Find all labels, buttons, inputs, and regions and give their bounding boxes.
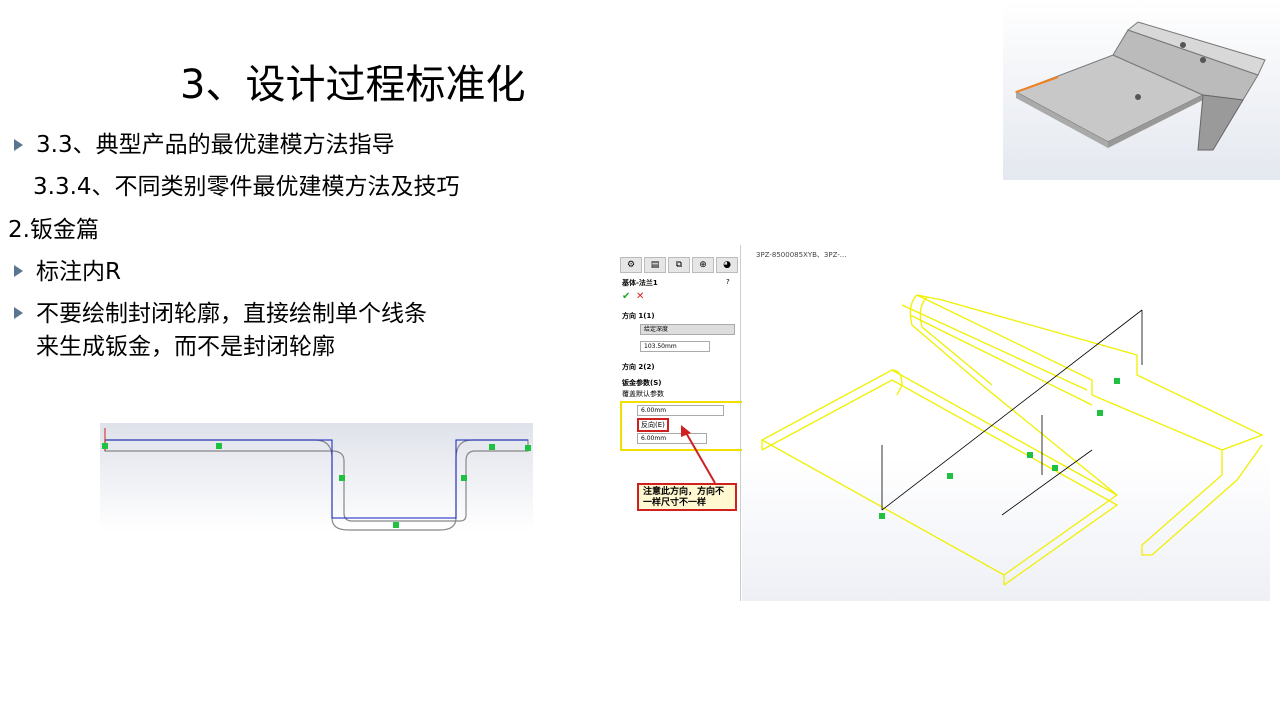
solidworks-screenshot: ⚙ ▤ ⧉ ⊕ ◕ 基体-法兰1 ? ✔ ✕ 方向 1(1) 给定深度 103.… [618,245,1270,601]
tab-feature-manager[interactable]: ⚙ [620,257,642,273]
depth-input[interactable]: 103.50mm [640,341,710,352]
sub-text: 3.3.4、不同类别零件最优建模方法及技巧 [33,174,460,200]
graphics-area: 3PZ-8500085XYB、3PZ-... [742,245,1270,601]
tab-display[interactable]: ◕ [716,257,738,273]
callout-arrow [681,425,716,484]
tab-configuration[interactable]: ⧉ [668,257,690,273]
section-text: 2.钣金篇 [8,217,99,243]
feature-title: 基体-法兰1 [622,279,658,287]
sketch-image [100,423,533,532]
sheet-params-header[interactable]: 钣金参数(S) [622,379,662,387]
manager-tabs: ⚙ ▤ ⧉ ⊕ ◕ [620,257,738,273]
wireframe-model [760,294,1264,586]
tab-property-manager[interactable]: ▤ [644,257,666,273]
bullet-text: 不要绘制封闭轮廓，直接绘制单个线条 [36,301,427,327]
bullet-text: 标注内R [36,259,121,285]
tree-item[interactable]: 3PZ-8500085XYB、3PZ-... [756,251,847,259]
part-render-image [1003,0,1280,180]
bullet-icon [14,139,23,151]
cancel-button[interactable]: ✕ [636,291,645,302]
property-manager: ⚙ ▤ ⧉ ⊕ ◕ 基体-法兰1 ? ✔ ✕ 方向 1(1) 给定深度 103.… [618,245,744,601]
ok-button[interactable]: ✔ [622,291,631,302]
callout-note: 注意此方向，方向不一样尺寸不一样 [637,483,737,511]
bullet-icon [14,307,23,319]
bend-radius-input[interactable]: 6.00mm [637,433,707,444]
bullet-text: 3.3、典型产品的最优建模方法指导 [36,132,395,158]
page-title: 3、设计过程标准化 [180,62,526,108]
reverse-checkbox[interactable]: 反向(E) [637,418,669,432]
help-icon[interactable]: ? [726,278,730,286]
thickness-input[interactable]: 6.00mm [637,405,724,416]
bullet-text: 来生成钣金，而不是封闭轮廓 [36,334,335,360]
direction2-header[interactable]: 方向 2(2) [622,363,655,371]
end-condition-select[interactable]: 给定深度 [640,324,735,335]
direction1-header[interactable]: 方向 1(1) [622,312,655,320]
tab-dimxpert[interactable]: ⊕ [692,257,714,273]
bullet-icon [14,265,23,277]
override-checkbox[interactable]: 覆盖默认参数 [622,390,664,398]
